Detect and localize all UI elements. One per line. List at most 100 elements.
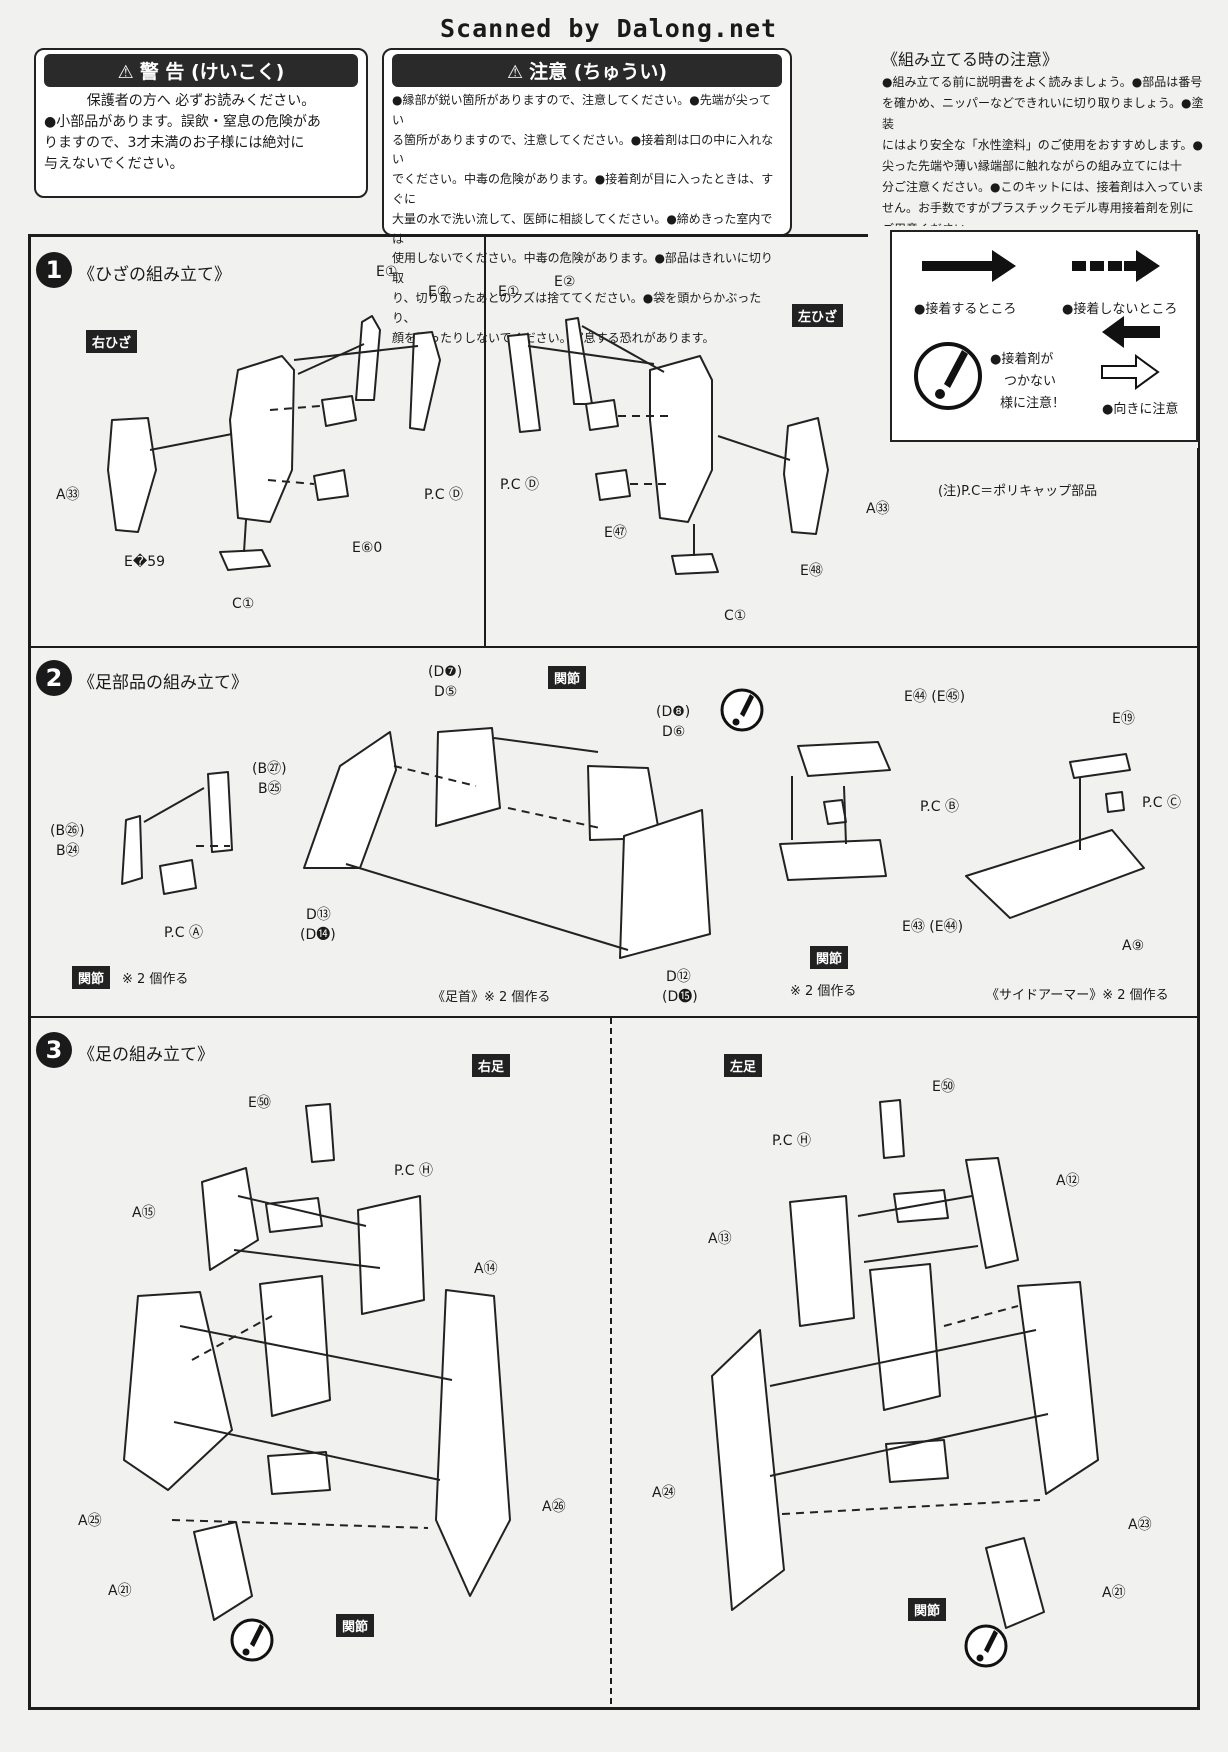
step1-split-line [484,236,486,646]
arrow-d13-d12 [345,863,629,951]
step3-right-label-pch: P.C Ⓗ [394,1163,433,1179]
legend-caution-line-1: ●接着剤が [990,352,1054,367]
legend-no-glue-label: ●接着しないところ [1062,302,1178,317]
dash-right-frame [191,1315,273,1361]
step1-left-label-c1: C① [724,608,747,624]
step1-left-label-e57: E㊼ [604,525,627,541]
caution-box: ⚠注意 (ちゅうい) ●縁部が鋭い箇所がありますので、注意してください。●先端が… [382,48,792,345]
ankle-part-d13 [303,731,397,869]
arrow-left-e1 [527,345,655,365]
step2-label-d8: (D❽) [656,704,691,720]
step2-caption-a: ※ 2 個作る [122,972,189,987]
leg-right-part-a26 [435,1289,511,1597]
caution-title: 注意 (ちゅうい) [529,61,668,83]
knee-right-part-e2 [409,331,441,431]
step1-right-label-pcd: P.C Ⓓ [424,487,463,503]
arrow-right-c1 [243,519,247,553]
assembly-notes-line-4: 尖った先端や薄い縁端部に触れながらの組み立てには十 [882,159,1183,173]
leg-left-part-a21 [985,1537,1045,1629]
step3-left-label-e64: E㊿ [932,1079,955,1095]
ankle-part-d12 [619,809,711,959]
knee-left-part-e2 [565,317,593,405]
caution-line-1: ●縁部が鋭い箇所がありますので、注意してください。●先端が尖ってい [392,93,772,127]
step3-split-line [610,1018,612,1704]
step1-right-tag: 右ひざ [86,330,138,353]
step1-left-label-pcd: P.C Ⓓ [500,477,539,493]
step1-right-label-e1: E① [376,264,398,280]
main-frame [28,234,1200,1710]
warning-line-4: 与えないでください。 [44,156,184,172]
polycap-a [159,859,197,895]
caution-icon-step3-left [964,1624,1008,1668]
arrow-right-a15-frame [233,1249,381,1269]
step2-caption-c: ※ 2 個作る [790,984,857,999]
legend-symbols [914,250,1160,410]
step2-label-e53: E㊸ (E㊹) [902,919,964,935]
knee-left-part-e1 [507,333,541,433]
leg-right-frame [259,1275,331,1417]
legend-box: ●接着するところ ●接着しないところ ●接着剤が つかない 様に注意！ ●向きに… [890,230,1198,442]
step1-left-label-e58: E㊽ [800,563,823,579]
step3-right-label-a25: A㉕ [78,1513,102,1529]
step2-label-d5: D⑤ [434,684,458,700]
step2-joint-tag-2: 関節 [72,966,111,989]
warning-triangle-icon: ⚠ [117,62,134,83]
warning-line-2: ●小部品があります。誤飲・窒息の危険があ [44,114,321,130]
knee-right-armor [107,417,157,533]
arrow-pc-b [843,785,847,845]
step2-label-d13: D⑬ [306,907,331,923]
arrow-left-a24-a23-1 [769,1329,1037,1387]
step1-right-label-e59: E�59 [124,554,166,570]
warning-header: ⚠警 告 (けいこく) [44,54,358,87]
foot-part-b24 [121,815,143,885]
leg-left-part-a13 [789,1195,855,1327]
armor-part-e53 [779,839,887,881]
arrow-right-a25-a26-2 [173,1421,441,1481]
step2-number: 2 [36,660,72,696]
step1-right-label-e60: E⑥0 [352,540,383,556]
step3-right-tag: 右足 [472,1054,511,1077]
leg-right-part-a21 [193,1521,253,1621]
step2-title: 《足部品の組み立て》 [78,673,248,693]
caution-line-7: 顔を覆ったりしないでください。窒息する恐れがあります。 [392,330,715,345]
step2-label-e54: E㊹ (E㊺) [904,689,966,705]
side-armor-e19 [1069,753,1131,779]
assembly-notes-line-3: にはより安全な「水性塗料」のご使用をおすすめします。● [882,138,1204,152]
arrow-left-e2 [581,325,665,373]
leg-left-joint-block [885,1439,949,1483]
leg-right-part-a15 [201,1167,259,1271]
step3-right-label-e64: E㊿ [248,1095,271,1111]
polycap-left-2 [595,469,631,501]
assembly-notes-line-1: ●組み立てる前に説明書をよく読みましょう。●部品は番号 [882,75,1203,89]
step3-right-label-a15: A⑮ [132,1205,156,1221]
step2-label-b24: B㉔ [56,843,80,859]
arrow-left-a24-a23-2 [769,1413,1049,1477]
step2-label-pcc: P.C Ⓒ [1142,795,1181,811]
caution-line-2: る箇所がありますので、注意してください。●接着剤は口の中に入れない [392,132,774,167]
polycap-left-1 [585,399,619,431]
step2-label-d15: (D⓯) [662,989,698,1005]
polycap-right-2 [313,469,349,501]
step3-left-label-a23: A㉓ [1128,1517,1152,1533]
arrow-right-armor [149,433,233,451]
step1-number: 1 [36,252,72,288]
arrow-right-a25-a26-1 [179,1325,453,1381]
ankle-part-d5 [435,727,501,827]
arrow-d5-d6 [493,737,599,753]
arrow-right-e2 [293,345,419,361]
step3-left-tag: 左足 [724,1054,763,1077]
knee-right-part-e1 [355,315,381,401]
step1-right-label-c1: C① [232,596,255,612]
arrow-right-a15-a14 [237,1195,367,1227]
arrow-right-e1 [297,343,365,375]
direction-arrows-icon [1101,316,1160,390]
dash-d5-d6 [507,807,601,829]
step2-joint-tag-1: 関節 [548,666,587,689]
caution-glue-icon [914,342,982,410]
dash-right-pc2 [267,479,315,485]
step3-joint-tag-left: 関節 [908,1598,947,1621]
leg-left-part-e64 [879,1099,905,1159]
step1-right-label-e2: E② [428,284,450,300]
step1-left-label-a33: A㉝ [866,501,890,517]
dash-d13-d5 [393,765,477,787]
